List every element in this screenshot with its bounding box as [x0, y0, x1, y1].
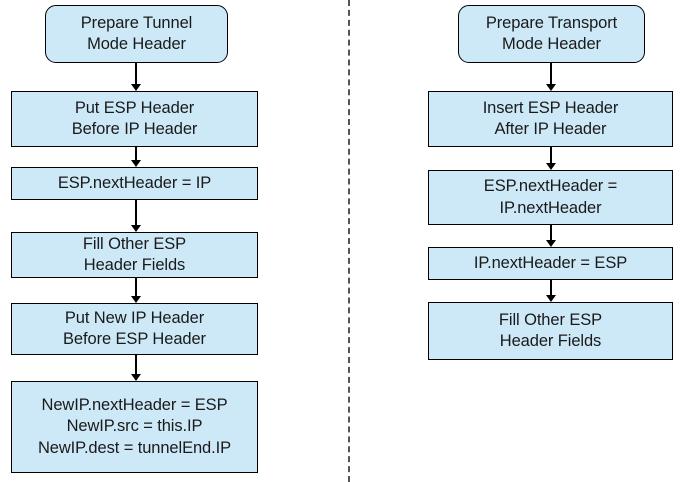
flow-arrow	[129, 63, 143, 91]
flow-node-transport-fill-esp[interactable]: Fill Other ESP Header Fields	[428, 302, 673, 360]
flow-node-tunnel-start[interactable]: Prepare Tunnel Mode Header	[45, 5, 228, 63]
arrow-head-icon	[131, 374, 141, 381]
flow-node-tunnel-esp-nextheader[interactable]: ESP.nextHeader = IP	[11, 167, 258, 200]
flow-arrow	[544, 147, 558, 170]
arrow-stem	[135, 200, 137, 226]
flow-arrow	[129, 278, 143, 303]
flow-node-transport-esp-nextheader[interactable]: ESP.nextHeader = IP.nextHeader	[428, 170, 673, 225]
arrow-head-icon	[131, 296, 141, 303]
flow-arrow	[544, 225, 558, 247]
arrow-stem	[550, 280, 552, 296]
flow-arrow	[129, 200, 143, 232]
flow-arrow	[544, 63, 558, 91]
flow-node-tunnel-fill-esp[interactable]: Fill Other ESP Header Fields	[11, 232, 258, 278]
flow-node-tunnel-put-esp[interactable]: Put ESP Header Before IP Header	[11, 91, 258, 147]
arrow-stem	[135, 355, 137, 375]
flow-node-transport-ip-nextheader[interactable]: IP.nextHeader = ESP	[428, 247, 673, 280]
flow-arrow	[129, 147, 143, 167]
flow-node-tunnel-newip-fields[interactable]: NewIP.nextHeader = ESP NewIP.src = this.…	[11, 381, 258, 473]
arrow-head-icon	[546, 240, 556, 247]
arrow-stem	[550, 63, 552, 85]
flow-node-transport-start[interactable]: Prepare Transport Mode Header	[458, 5, 645, 63]
arrow-head-icon	[131, 84, 141, 91]
arrow-head-icon	[546, 295, 556, 302]
arrow-stem	[135, 147, 137, 161]
arrow-stem	[135, 278, 137, 297]
flow-arrow	[544, 280, 558, 302]
flow-arrow	[129, 355, 143, 381]
arrow-head-icon	[131, 160, 141, 167]
arrow-stem	[135, 63, 137, 85]
column-divider	[348, 0, 350, 482]
flow-node-transport-insert-esp[interactable]: Insert ESP Header After IP Header	[428, 91, 673, 147]
arrow-head-icon	[546, 163, 556, 170]
arrow-stem	[550, 147, 552, 164]
arrow-head-icon	[131, 225, 141, 232]
arrow-stem	[550, 225, 552, 241]
flow-node-tunnel-put-new-ip[interactable]: Put New IP Header Before ESP Header	[11, 303, 258, 355]
arrow-head-icon	[546, 84, 556, 91]
